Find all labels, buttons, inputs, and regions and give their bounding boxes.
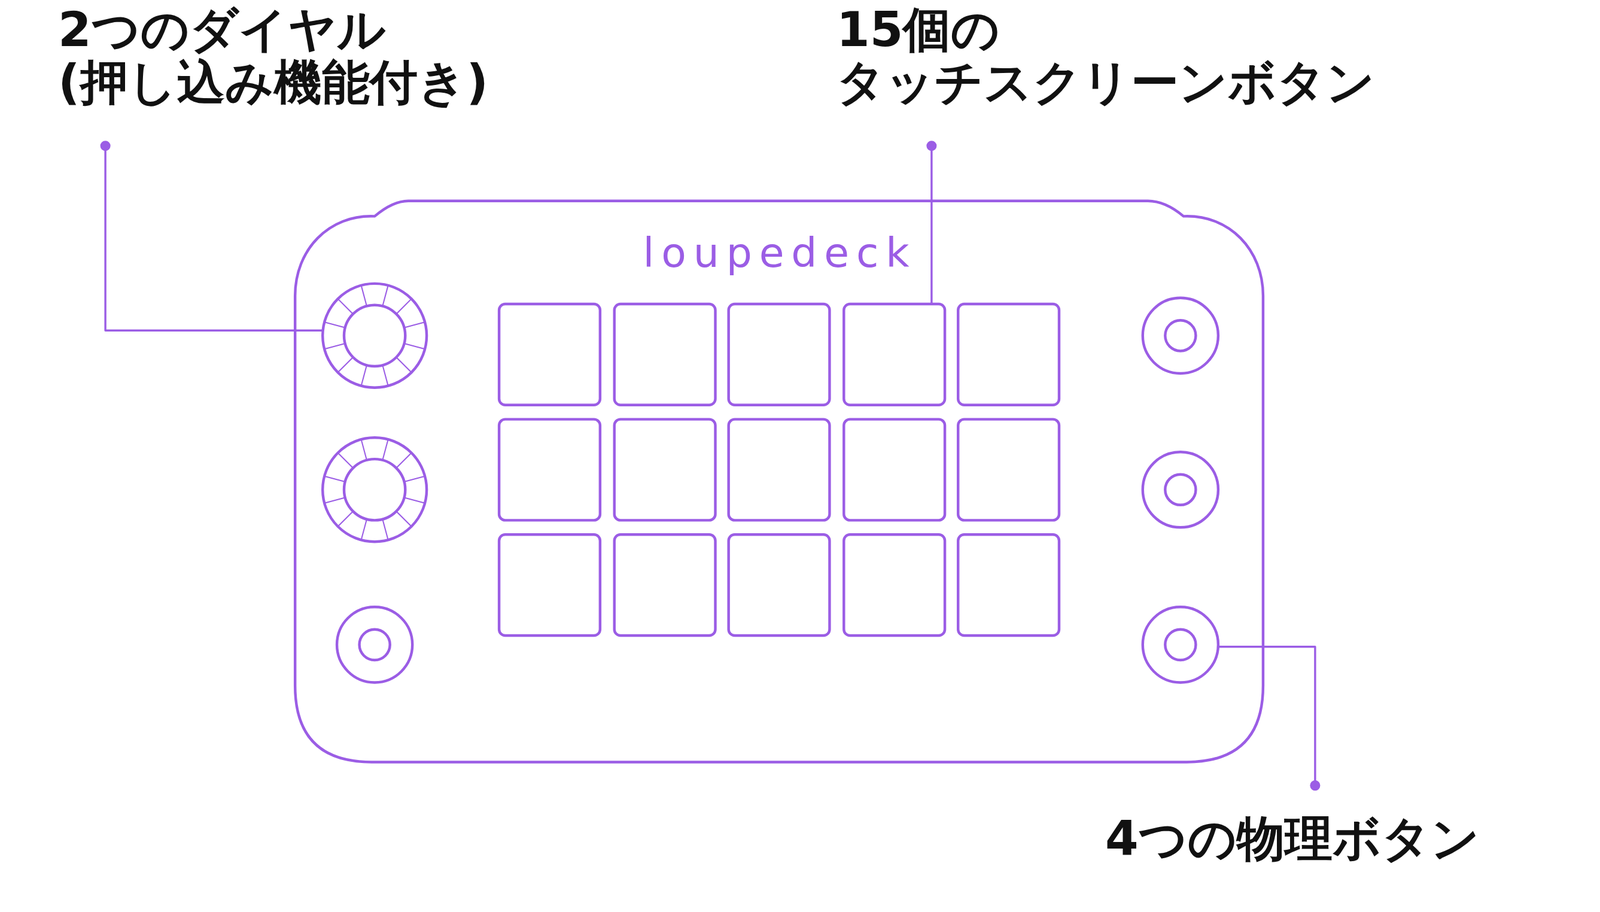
touch-button [499, 303, 601, 406]
touch-button [843, 303, 945, 406]
touch-button [843, 534, 945, 636]
touch-button [728, 303, 830, 406]
touch-button [614, 419, 716, 521]
touch-button [614, 303, 716, 406]
device-housing [294, 201, 1264, 763]
callout-label: 15個の タッチスクリーンボタン [836, 3, 1376, 109]
touch-button [843, 419, 945, 521]
callout-label: 4つの物理ボタン [1105, 812, 1480, 866]
touch-button [614, 534, 716, 636]
touch-button [957, 534, 1060, 636]
touch-button [728, 419, 830, 521]
touch-button [728, 534, 830, 636]
dial [322, 437, 427, 542]
dial [322, 283, 427, 388]
leader-lines [105, 145, 1316, 786]
brand-logo: loupedeck [643, 230, 917, 276]
leader-dots [100, 140, 1321, 791]
touch-button [499, 419, 601, 521]
callout-label: 2つのダイヤル (押し込み機能付き) [58, 3, 489, 109]
physical-buttons [336, 297, 1219, 683]
touch-button [957, 419, 1060, 521]
touch-button [957, 303, 1060, 406]
touch-button [499, 534, 601, 636]
